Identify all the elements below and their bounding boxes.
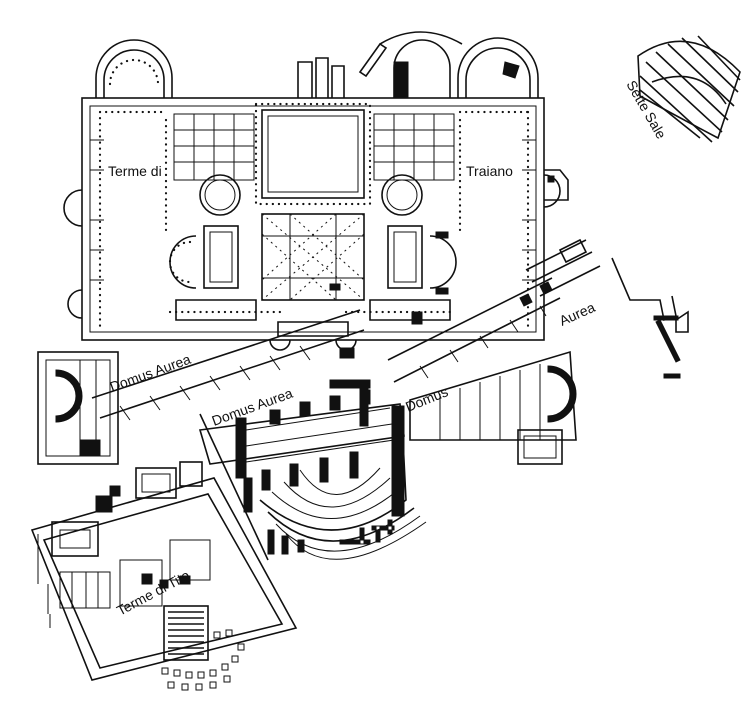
label-domus: Domus: [403, 383, 450, 414]
label-sette-sale: Sette Sale: [623, 78, 669, 142]
terme-di-tito-complex: [30, 461, 298, 691]
plan-labels: Terme di Traiano Domus Aurea Domus Aurea…: [106, 78, 670, 619]
stairway: [163, 605, 209, 661]
label-domus-aurea-center: Domus Aurea: [210, 385, 295, 429]
label-traiano: Traiano: [466, 163, 513, 179]
label-aurea: Aurea: [557, 299, 598, 329]
label-domus-aurea-west: Domus Aurea: [108, 351, 193, 395]
label-terme-di-tito: Terme di Tito: [114, 567, 192, 619]
left-room-rows: [173, 113, 255, 181]
label-terme-di: Terme di: [108, 163, 162, 179]
right-room-rows: [373, 113, 455, 181]
terme-di-traiano-complex: [63, 31, 569, 359]
domus-aurea-wing: [37, 238, 689, 561]
sette-sale-cistern: [637, 35, 741, 143]
